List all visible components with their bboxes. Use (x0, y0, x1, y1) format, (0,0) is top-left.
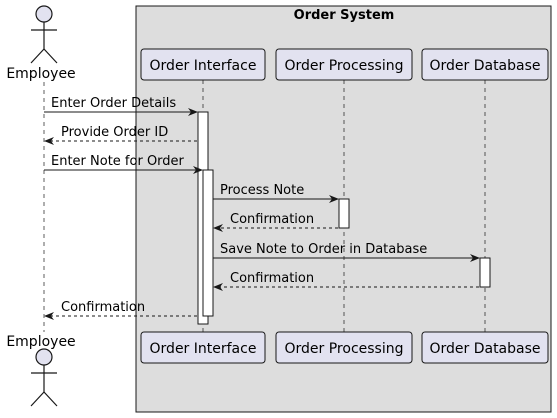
participant-order-processing-top: Order Processing (275, 48, 413, 81)
message-enter-note-for-order: Enter Note for Order (44, 154, 203, 174)
message-label: Provide Order ID (61, 125, 168, 140)
message-provide-order-id: Provide Order ID (44, 125, 197, 145)
message-confirmation-database: Confirmation (213, 271, 479, 291)
actor-head-icon (35, 5, 53, 23)
activation-bar-interface-inner (202, 169, 214, 317)
actor-label-bottom: Employee (6, 334, 75, 350)
message-label: Enter Note for Order (51, 154, 185, 169)
participant-order-processing-bottom: Order Processing (275, 331, 413, 364)
message-label: Confirmation (230, 271, 314, 286)
message-label: Confirmation (61, 300, 145, 315)
participant-order-interface-top: Order Interface (140, 48, 266, 81)
actor-employee-top: Employee (6, 5, 76, 82)
activation-bar-database (479, 257, 491, 288)
message-save-note: Save Note to Order in Database (213, 242, 480, 262)
participant-label: Order Interface (150, 58, 257, 74)
message-label: Process Note (220, 183, 304, 198)
box-title: Order System (294, 8, 395, 23)
message-process-note: Process Note (213, 183, 339, 203)
participant-label: Order Processing (285, 58, 404, 74)
activation-bar-processing (338, 198, 350, 229)
actor-label-top: Employee (6, 66, 75, 82)
message-label: Confirmation (230, 212, 314, 227)
participant-order-interface-bottom: Order Interface (140, 331, 266, 364)
message-enter-order-details: Enter Order Details (44, 96, 198, 116)
participant-order-database-bottom: Order Database (421, 331, 549, 364)
actor-head-icon (35, 348, 53, 366)
message-label: Enter Order Details (51, 96, 176, 111)
participant-label: Order Database (429, 58, 540, 74)
participant-label: Order Interface (150, 341, 257, 357)
participant-order-database-top: Order Database (421, 48, 549, 81)
message-confirmation-employee: Confirmation (44, 300, 197, 320)
message-label: Save Note to Order in Database (220, 242, 427, 257)
participant-label: Order Processing (285, 341, 404, 357)
actor-employee-bottom: Employee (6, 334, 76, 407)
participant-label: Order Database (429, 341, 540, 357)
message-confirmation-processing: Confirmation (213, 212, 338, 232)
